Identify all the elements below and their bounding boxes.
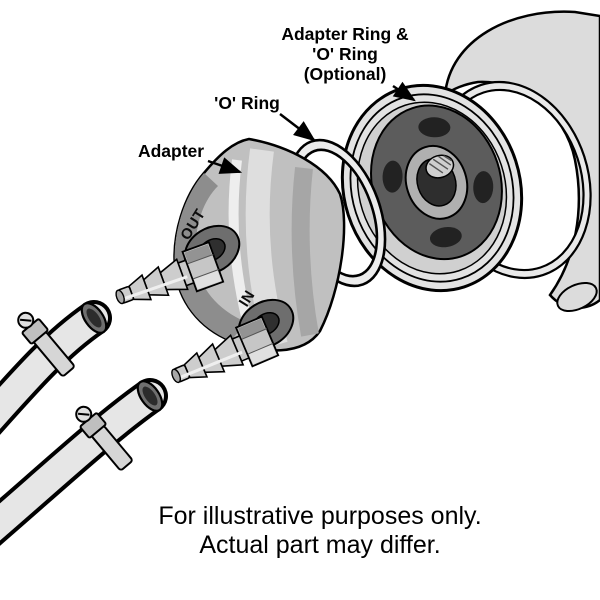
callout-oring: 'O' Ring (214, 93, 316, 142)
leader-arrow-oring (279, 113, 316, 142)
callout-optional-line2: 'O' Ring (312, 44, 378, 64)
leader-arrow-adapter (207, 157, 243, 174)
adapter-ring-assembly (340, 83, 524, 293)
threaded-stub (425, 154, 455, 179)
in-hose (0, 378, 168, 546)
callout-optional: Adapter Ring & 'O' Ring (Optional) (281, 24, 416, 102)
hose-clamp-upper (17, 311, 75, 377)
out-fitting (115, 241, 225, 305)
caption-line-2: Actual part may differ. (199, 531, 440, 559)
callout-optional-line3: (Optional) (304, 64, 387, 84)
callout-optional-line1: Adapter Ring & (281, 24, 409, 44)
in-port-label: IN (236, 287, 259, 310)
out-hose (0, 300, 112, 435)
callout-oring-label: 'O' Ring (214, 93, 280, 113)
callout-adapter-label: Adapter (138, 141, 204, 161)
leader-arrow-optional (392, 81, 416, 102)
hose-clamp-lower (75, 405, 133, 471)
caption: For illustrative purposes only. Actual p… (158, 502, 481, 559)
callout-adapter: Adapter (138, 141, 243, 174)
caption-line-1: For illustrative purposes only. (158, 502, 481, 530)
in-fitting (171, 315, 280, 384)
housing-lobe-detail (556, 281, 598, 313)
